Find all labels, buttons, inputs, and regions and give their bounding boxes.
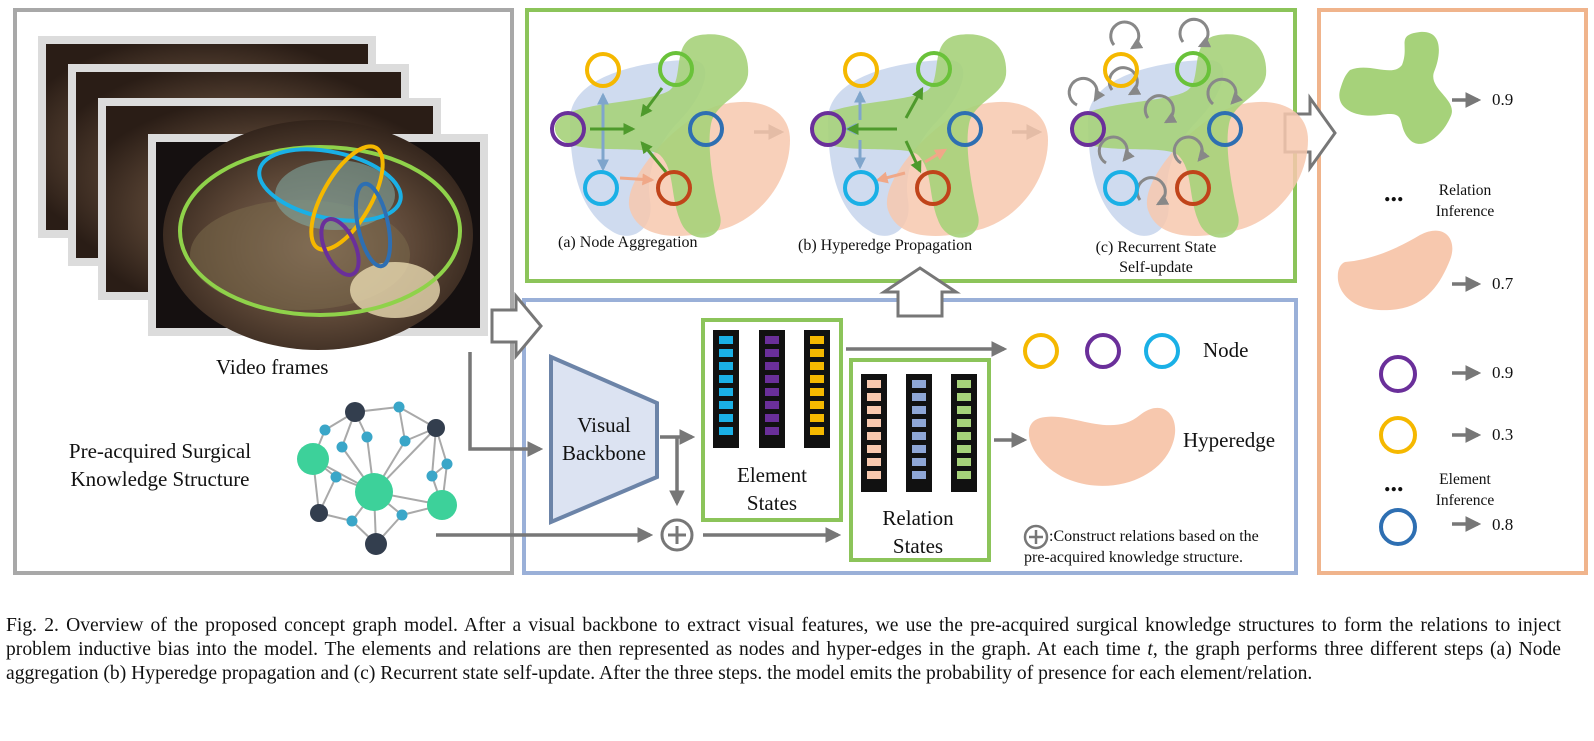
step-a-edges xyxy=(590,87,668,186)
relation-shape-green xyxy=(1339,31,1452,144)
step-b-graph xyxy=(812,34,1048,238)
step-b-nodes xyxy=(810,51,983,206)
element-states-line1: Element xyxy=(737,463,807,487)
knowledge-structure-label: Pre-acquired Surgical Knowledge Structur… xyxy=(40,437,280,493)
caption-time-variable: t xyxy=(1147,639,1153,660)
annotation-ellipse-yellow xyxy=(309,144,385,252)
output-hyperedge-shape xyxy=(1028,407,1176,486)
video-frames-label: Video frames xyxy=(216,355,329,379)
relation-states-line1: Relation xyxy=(882,506,954,530)
step-c-line1: (c) Recurrent State xyxy=(1095,239,1217,256)
figure-caption: Fig. 2. Overview of the proposed concept… xyxy=(6,614,1561,686)
element-states-label: Element States xyxy=(705,461,839,517)
operator-legend-line1: :Construct relations based on the xyxy=(1049,528,1259,545)
step-a-nodes xyxy=(550,51,724,206)
hyperedge-label: Hyperedge xyxy=(1183,428,1276,452)
to-graph-steps-arrow xyxy=(879,266,961,318)
annotation-ellipse-cyan xyxy=(257,147,403,223)
step-c-loops xyxy=(1067,17,1243,206)
element-ellipsis: ... xyxy=(1384,468,1404,497)
annotation-ellipse-green xyxy=(178,145,462,317)
element-state-vector-cyan xyxy=(713,330,739,448)
relation-ellipsis: ... xyxy=(1384,178,1404,207)
annotation-ellipse-blue xyxy=(353,181,393,269)
step-c-line2: Self-update xyxy=(1119,259,1193,276)
operator-legend-line2: pre-acquired knowledge structure. xyxy=(1024,549,1244,566)
video-frame-stack xyxy=(38,36,488,350)
element-shapes xyxy=(1379,355,1417,546)
knowledge-structure-line2: Knowledge Structure xyxy=(70,467,250,491)
relation-inference-line1: Relation xyxy=(1438,182,1492,199)
step-c-nodes xyxy=(1070,51,1243,206)
relation-state-vector-blue xyxy=(906,374,932,492)
step-b-edges xyxy=(844,86,948,184)
relation-shape-peach xyxy=(1337,230,1453,311)
visual-backbone-block xyxy=(549,353,659,526)
element-inference-line2: Inference xyxy=(1435,492,1495,509)
relation-inference-line2: Inference xyxy=(1435,203,1495,220)
visual-backbone-line2: Backbone xyxy=(562,441,646,465)
step-b-label: (b) Hyperedge Propagation xyxy=(798,237,973,254)
relation-states-label: Relation States xyxy=(851,504,985,560)
node-label: Node xyxy=(1203,338,1249,362)
caption-part2: , the graph performs three different ste… xyxy=(6,639,1562,684)
caption-part1: Fig. 2. Overview of the proposed concept… xyxy=(6,615,1561,660)
visual-backbone-label: Visual Backbone xyxy=(551,411,657,467)
element-state-vector-yellow xyxy=(804,330,830,448)
score-arrows xyxy=(1452,92,1482,532)
to-encoding-arrow xyxy=(490,291,543,361)
step-a-label: (a) Node Aggregation xyxy=(558,234,698,251)
element-inference-label: Element Inference xyxy=(1422,469,1508,511)
output-node-icons xyxy=(1023,333,1180,369)
element-state-vector-purple xyxy=(759,330,785,448)
knowledge-graph-nodes xyxy=(297,401,457,555)
step-c-label: (c) Recurrent State Self-update xyxy=(1076,238,1236,278)
knowledge-structure-line1: Pre-acquired Surgical xyxy=(68,439,252,463)
relation-inference-label: Relation Inference xyxy=(1422,180,1508,222)
element-score-1: 0.9 xyxy=(1492,363,1514,382)
element-inference-line1: Element xyxy=(1439,471,1491,488)
element-score-2: 0.3 xyxy=(1492,425,1514,444)
element-states-line2: States xyxy=(746,491,798,515)
legend-operator-icon xyxy=(1023,524,1049,550)
element-score-3: 0.8 xyxy=(1492,515,1514,534)
relation-state-vector-peach xyxy=(861,374,887,492)
relation-score-2: 0.7 xyxy=(1492,274,1514,293)
visual-backbone-line1: Visual xyxy=(577,413,631,437)
input-panel-border xyxy=(13,8,514,575)
annotation-ellipse-purple xyxy=(319,217,361,277)
construct-relations-operator xyxy=(660,518,694,552)
relation-state-vector-green xyxy=(951,374,977,492)
relation-score-1: 0.9 xyxy=(1492,90,1514,109)
relation-states-line2: States xyxy=(892,534,944,558)
inference-panel-border xyxy=(1317,8,1588,575)
step-a-graph xyxy=(554,34,790,238)
